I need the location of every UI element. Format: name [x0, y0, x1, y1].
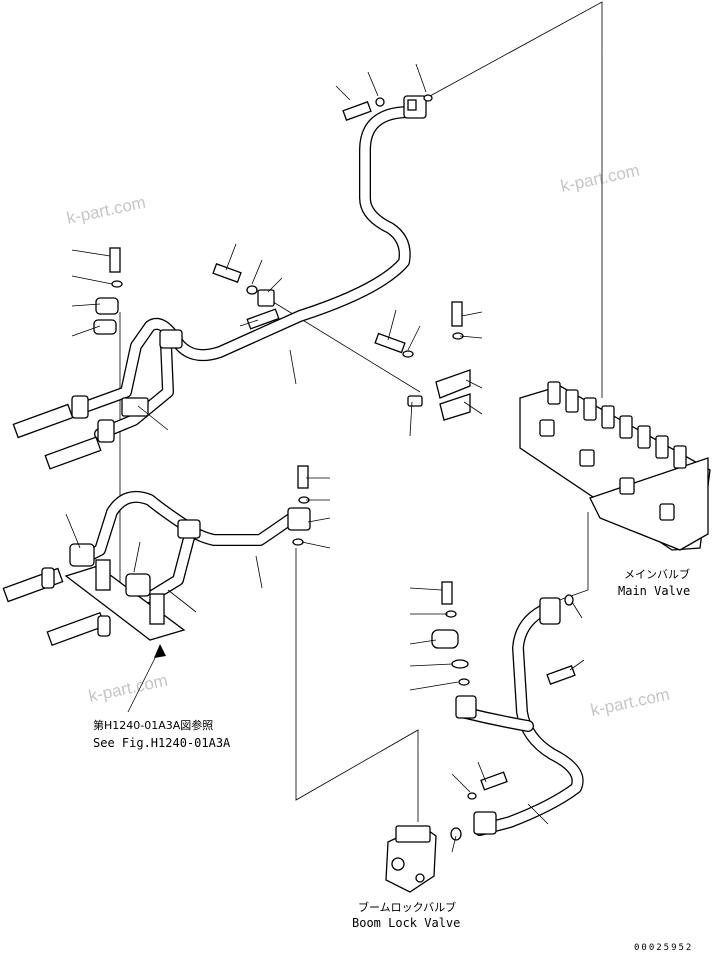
callout-leaders: [65, 63, 585, 853]
watermark-top-right: k-part.com: [559, 161, 641, 196]
upper-tube-assembly: [12, 95, 427, 470]
watermark-top-left: k-part.com: [65, 193, 147, 228]
boom-lock-valve-label-en: Boom Lock Valve: [352, 916, 460, 930]
watermark-bottom-right: k-part.com: [589, 685, 671, 720]
main-valve-label-en: Main Valve: [618, 584, 690, 598]
main-valve: [519, 381, 711, 551]
watermark-bottom-left: k-part.com: [87, 671, 169, 706]
boom-lock-tube-assembly: [431, 581, 584, 841]
hardware-right: [374, 301, 471, 421]
drawing-number: 00025952: [634, 943, 693, 953]
reference-arrowhead: [154, 644, 166, 658]
see-fig-label-en: See Fig.H1240-01A3A: [93, 736, 231, 750]
lower-tube-assembly: [2, 491, 311, 646]
hardware-upper: [93, 94, 433, 335]
main-valve-spools: [539, 381, 687, 521]
boom-lock-valve: [385, 825, 437, 893]
hardware-lower: [292, 465, 310, 546]
main-valve-label-jp: メインバルブ: [624, 567, 690, 581]
boom-lock-valve-label-jp: ブームロックバルブ: [358, 900, 456, 914]
see-fig-label-jp: 第H1240-01A3A図参照: [93, 718, 213, 732]
